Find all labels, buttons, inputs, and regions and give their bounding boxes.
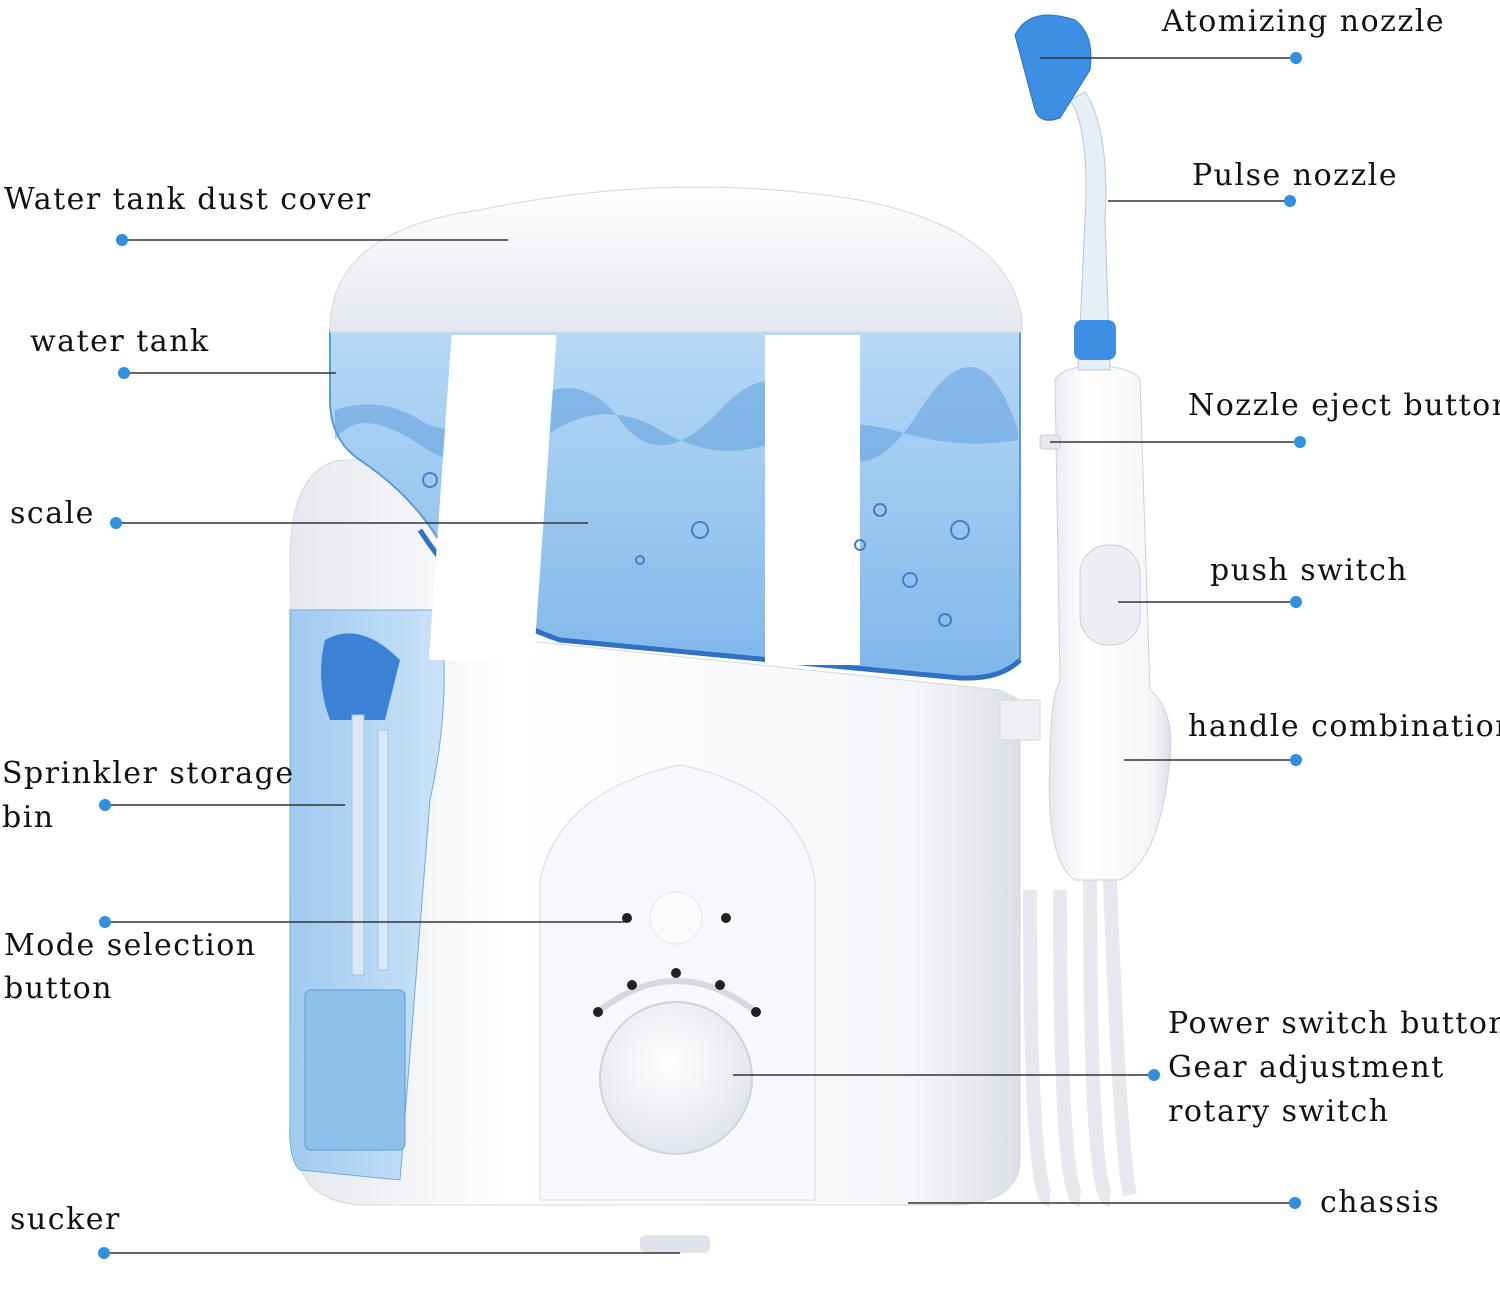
pulse-nozzle-base bbox=[1074, 320, 1116, 360]
label-sprinkler-bin: bin bbox=[2, 800, 55, 835]
label-strip-2 bbox=[765, 335, 860, 665]
label-mode-button: button bbox=[4, 971, 114, 1006]
label-rotary-switch: rotary switch bbox=[1168, 1094, 1390, 1129]
gear-led bbox=[751, 1007, 761, 1017]
label-water-tank-dust-cover: Water tank dust cover bbox=[4, 182, 372, 217]
mode-selection-button bbox=[649, 891, 703, 945]
bubbles bbox=[422, 472, 970, 627]
label-sucker: sucker bbox=[10, 1202, 121, 1237]
mode-led-left bbox=[622, 913, 632, 923]
label-atomizing-nozzle: Atomizing nozzle bbox=[1162, 4, 1446, 39]
label-nozzle-eject-button: Nozzle eject button bbox=[1188, 388, 1500, 423]
label-mode-selection: Mode selection bbox=[4, 928, 257, 963]
label-push-switch: push switch bbox=[1210, 553, 1409, 588]
stored-tube bbox=[351, 714, 365, 976]
label-scale: scale bbox=[10, 496, 95, 531]
handle-mount bbox=[999, 699, 1041, 741]
stored-nozzle bbox=[321, 633, 400, 720]
sucker bbox=[640, 1235, 710, 1253]
label-power-switch-button: Power switch button bbox=[1168, 1006, 1500, 1041]
stored-tube-2 bbox=[377, 729, 389, 971]
gear-adjustment-rotary-switch bbox=[599, 1001, 753, 1155]
label-handle-combination: handle combination bbox=[1188, 709, 1500, 744]
hose-coil bbox=[1023, 879, 1137, 1207]
label-pulse-nozzle: Pulse nozzle bbox=[1192, 158, 1399, 193]
label-gear-adjustment: Gear adjustment bbox=[1168, 1050, 1445, 1085]
label-chassis: chassis bbox=[1320, 1185, 1441, 1220]
mode-led-right bbox=[721, 913, 731, 923]
atomizing-nozzle bbox=[1014, 14, 1092, 121]
push-switch bbox=[1079, 544, 1141, 646]
gear-led bbox=[715, 980, 725, 990]
label-sprinkler-storage: Sprinkler storage bbox=[2, 756, 295, 791]
bin-cup bbox=[304, 989, 406, 1151]
gear-led bbox=[671, 968, 681, 978]
pulse-nozzle bbox=[1069, 91, 1111, 371]
gear-arc bbox=[596, 978, 758, 1015]
gear-led bbox=[593, 1007, 603, 1017]
water-tank-dust-cover bbox=[329, 186, 1023, 333]
label-strip bbox=[428, 335, 557, 660]
gear-led bbox=[627, 980, 637, 990]
label-water-tank: water tank bbox=[30, 324, 210, 359]
